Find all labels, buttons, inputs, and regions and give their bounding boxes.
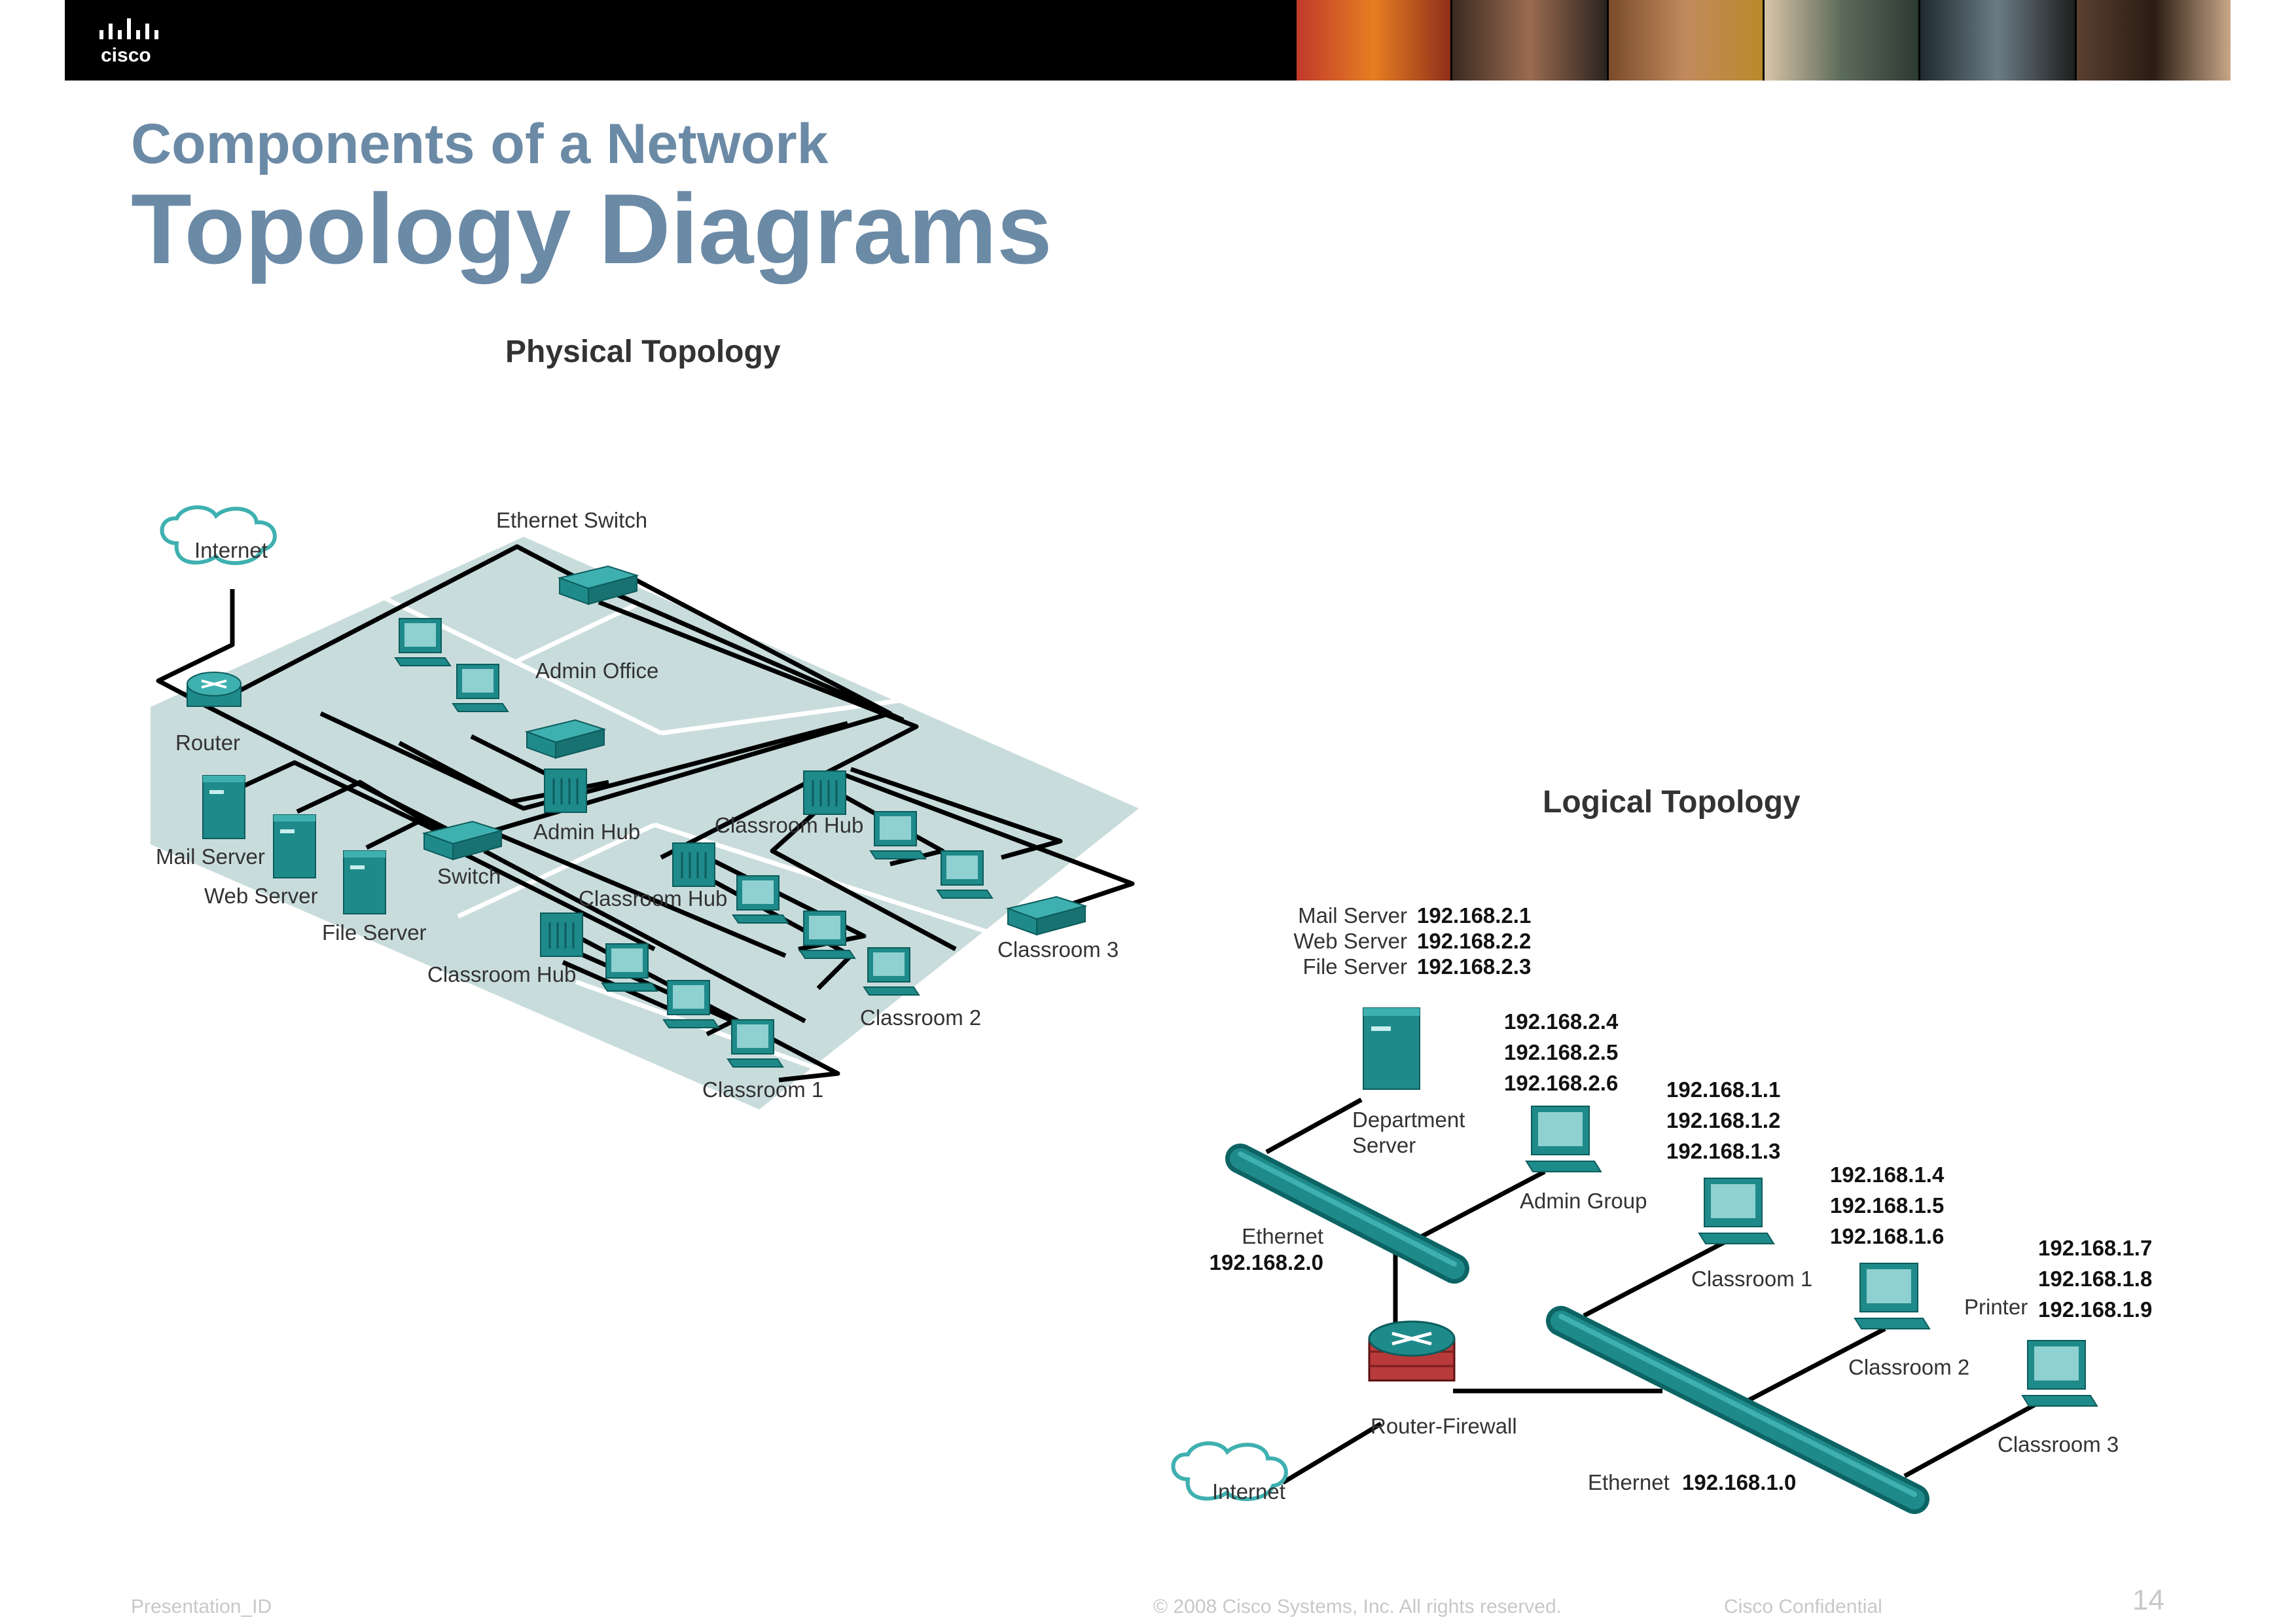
ethernet-2-backbone-icon [1225,1144,1469,1284]
cisco-logo: cisco [99,18,158,66]
classroom3-ip-3: 192.168.1.9 [2038,1297,2152,1322]
log-web-server-ip: 192.168.2.2 [1417,929,1531,953]
admin-hub-icon [543,768,588,814]
phys-switch-label: Switch [437,864,501,888]
classroom1-ip-3: 192.168.1.3 [1666,1139,1780,1163]
log-printer-label: Printer [1964,1295,2028,1319]
logical-topology-heading: Logical Topology [1543,785,1801,820]
log-router-firewall-label: Router-Firewall [1371,1414,1517,1438]
page-number: 14 [2132,1584,2164,1616]
photo-2 [1450,0,1607,81]
phys-classroom-hub-c-label: Classroom Hub [427,962,576,986]
slide-subtitle: Components of a Network [131,113,829,175]
footer-confidential: Cisco Confidential [1724,1596,1882,1617]
department-server-icon [1363,1007,1420,1090]
log-admin-group-label: Admin Group [1520,1189,1647,1213]
phys-admin-office-label: Admin Office [535,659,658,683]
log-file-server-label: File Server [1302,954,1407,979]
phys-router-label: Router [175,731,240,755]
phys-internet-label: Internet [194,538,268,562]
physical-topology: Internet Router Mail Server Web Server F… [151,507,1139,1110]
log-classroom2-label: Classroom 2 [1848,1355,1969,1379]
classroom-hub-2-icon [672,842,716,888]
classroom3-ip-1: 192.168.1.7 [2038,1236,2152,1260]
phys-admin-hub-label: Admin Hub [533,820,640,844]
ethernet-1-backbone-icon [1546,1306,1929,1514]
phys-classroom-hub-a-label: Classroom Hub [715,813,863,837]
classroom3-pc-icon [2022,1340,2098,1407]
footer-presentation-id: Presentation_ID [131,1596,272,1617]
logo-text: cisco [101,45,151,66]
log-server-label: Server [1352,1133,1416,1157]
log-ethernet-upper-net: 192.168.2.0 [1210,1250,1323,1274]
web-server-icon [273,814,316,878]
log-internet-label: Internet [1212,1479,1285,1504]
phys-classroom2-label: Classroom 2 [860,1005,981,1030]
classroom2-ip-2: 192.168.1.5 [1830,1193,1944,1218]
header-banner: cisco [65,0,2231,81]
log-ethernet-lower-net: 192.168.1.0 [1682,1470,1796,1494]
phys-classroom3-label: Classroom 3 [997,937,1119,962]
slide-title: Topology Diagrams [131,173,1052,285]
log-web-server-label: Web Server [1293,929,1407,953]
logical-topology: Mail Server Web Server File Server 192.1… [1174,903,2152,1514]
router-icon [187,672,242,707]
phys-mail-server-label: Mail Server [156,844,265,869]
classroom2-ip-3: 192.168.1.6 [1830,1224,1944,1248]
mail-server-icon [202,775,245,839]
phys-classroom1-label: Classroom 1 [702,1077,823,1102]
header-photo-strip [1295,0,2231,81]
log-ethernet-lower-label: Ethernet [1588,1470,1670,1494]
photo-1 [1295,0,1451,81]
classroom-hub-1-icon [539,912,584,958]
physical-topology-heading: Physical Topology [505,334,781,369]
phys-classroom-hub-b-label: Classroom Hub [579,886,727,911]
log-ethernet-upper-label: Ethernet [1242,1224,1323,1248]
photo-3 [1606,0,1763,81]
classroom-hub-3-icon [802,770,847,816]
log-mail-server-label: Mail Server [1298,903,1407,928]
photo-5 [1918,0,2075,81]
phys-web-server-label: Web Server [204,884,318,908]
classroom1-ip-2: 192.168.1.2 [1666,1108,1780,1132]
router-firewall-icon [1368,1320,1456,1382]
log-classroom1-label: Classroom 1 [1691,1267,1812,1291]
photo-6 [2074,0,2231,81]
admin-group-pc-icon [1526,1106,1602,1172]
title-block: Components of a Network Topology Diagram… [131,111,1052,281]
admin-ip-1: 192.168.2.4 [1504,1009,1619,1034]
phys-ethernet-switch-label: Ethernet Switch [496,508,647,532]
log-mail-server-ip: 192.168.2.1 [1417,903,1531,928]
phys-file-server-label: File Server [322,920,427,945]
admin-ip-3: 192.168.2.6 [1504,1071,1618,1095]
log-department-label: Department [1352,1108,1465,1132]
classroom1-pc-icon [1698,1178,1774,1244]
classroom3-ip-2: 192.168.1.8 [2038,1267,2152,1291]
classroom2-pc-icon [1854,1263,1930,1329]
classroom2-ip-1: 192.168.1.4 [1830,1163,1945,1187]
photo-4 [1762,0,1919,81]
log-classroom3-label: Classroom 3 [1998,1432,2119,1456]
file-server-icon [343,850,386,914]
footer-copyright: © 2008 Cisco Systems, Inc. All rights re… [1153,1596,1562,1617]
admin-ip-2: 192.168.2.5 [1504,1040,1618,1064]
classroom1-ip-1: 192.168.1.1 [1666,1077,1780,1102]
log-file-server-ip: 192.168.2.3 [1417,954,1531,979]
